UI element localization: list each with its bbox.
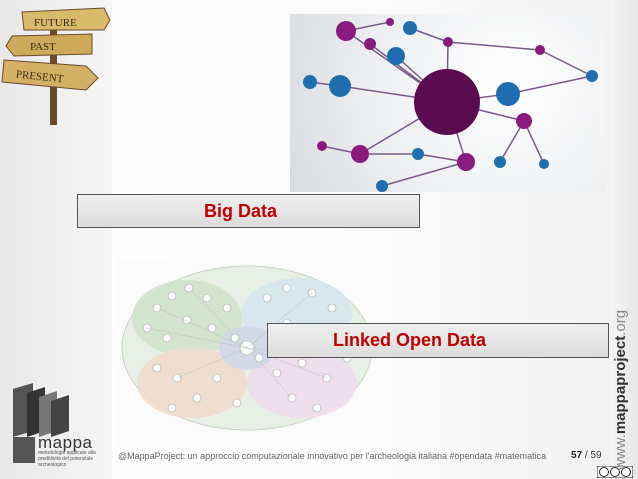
sign-future: FUTURE (34, 17, 77, 29)
linked-open-data-label: Linked Open Data (333, 330, 487, 350)
logo-wordmark: mappa (38, 433, 93, 452)
page-total: 59 (590, 450, 602, 461)
signpost-illustration: FUTURE PAST PRESENT (1, 7, 111, 125)
page-number: 57 / 59 (571, 450, 602, 461)
big-data-banner: Big Data (77, 194, 420, 228)
vertical-website-url[interactable]: www.mappaproject.org (612, 310, 629, 470)
linked-open-data-banner: Linked Open Data (267, 323, 609, 358)
right-sidebar (610, 0, 638, 479)
url-suffix: .org (612, 309, 629, 336)
sign-present: PRESENT (15, 69, 64, 86)
page-current: 57 (571, 450, 583, 461)
mappa-logo-icon (13, 383, 69, 463)
url-prefix: www. (612, 434, 629, 470)
linked-open-data-cloud-image (117, 258, 393, 448)
big-data-network-image (290, 14, 606, 192)
creative-commons-icon (597, 466, 633, 478)
big-data-label: Big Data (204, 200, 278, 221)
sign-past: PAST (30, 41, 56, 53)
logo-tagline: metodologie applicate alla predittività … (38, 450, 96, 468)
url-domain: mappaproject (612, 335, 629, 435)
footer-text: @MappaProject: un approccio computaziona… (118, 451, 547, 461)
page-separator: / (582, 450, 591, 461)
